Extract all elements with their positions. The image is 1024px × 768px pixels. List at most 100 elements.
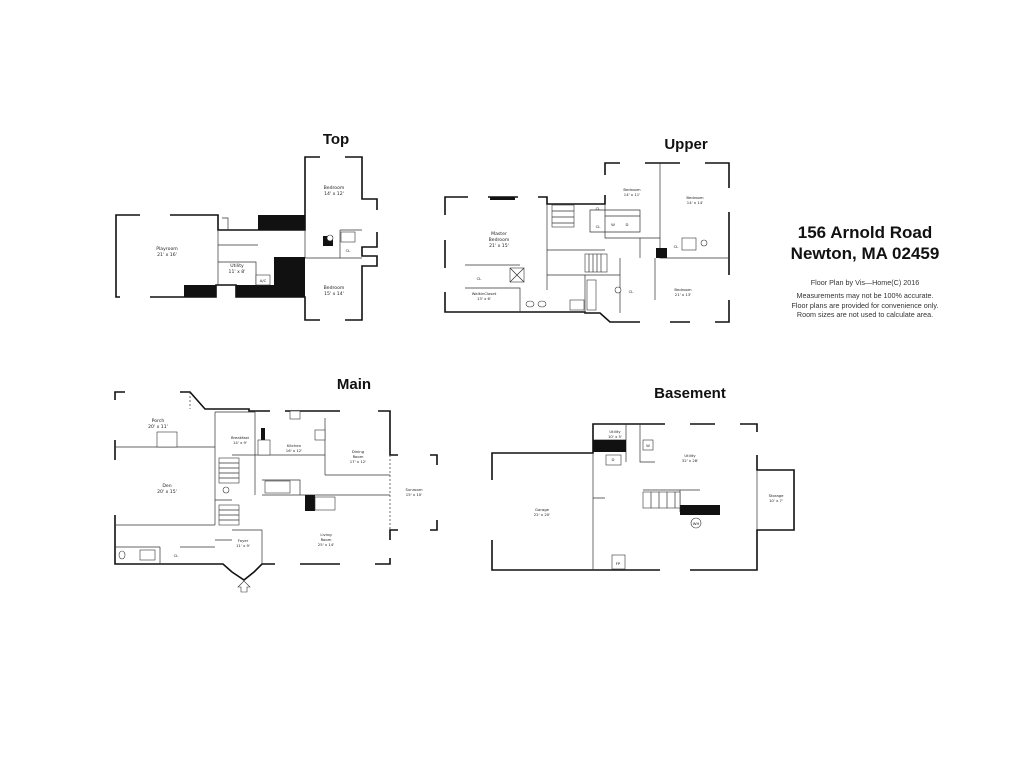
room-label: Bedroom [489,237,510,243]
upper-tub [681,237,697,251]
entrance-arrow-icon [237,580,251,593]
floor-basement: Basement Utility 10' x 5' Utility 32' x … [490,385,795,572]
disclaimer-note: Floor plans are provided for convenience… [792,301,939,310]
dryer-label: D [612,457,615,462]
room-label: Dining [352,449,365,454]
room-size: 11' x 9' [236,543,250,548]
fixture-label: A/C [260,278,267,283]
basement-chimney-base [680,505,720,515]
floor-top: Top Playroom 21' x 16' Bedroom 14' x 12'… [115,131,379,322]
top-flue [323,236,333,246]
room-size: 15' x 14' [324,291,344,297]
basement-fireplace [611,554,626,570]
upper-fireplace [490,197,515,200]
credit-note: Floor Plan by Vis—Home(C) 2016 [811,278,920,287]
room-label: Playroom [156,246,178,252]
top-chimney-base [236,285,274,297]
room-size: 14' x 9' [233,440,247,445]
room-label: Garage [535,507,550,512]
upper-interior-walls [465,163,729,313]
top-chimney-mass [258,215,305,230]
room-label: Breakfast [231,435,250,440]
top-tub [340,231,356,243]
upper-sink [525,300,535,308]
kitchen-sink [289,410,301,420]
room-label: Bedroom [324,285,345,291]
upper-chimney [656,248,667,258]
top-left-mass [184,285,216,297]
room-label: Porch [152,418,165,424]
main-screen-walls [189,392,391,530]
upper-toilet [614,286,622,294]
top-toilet [326,234,334,242]
basement-dryer [605,454,622,466]
room-size: 11' x 8' [229,269,246,275]
room-size: 21' x 13' [675,292,691,297]
closet-label: CL [346,248,352,253]
closet-label: CL [629,289,635,294]
room-label: Bedroom [623,187,640,192]
upper-stairs [551,204,608,273]
address-line-1: 156 Arnold Road [798,223,932,242]
main-interior-walls [115,411,390,564]
main-toilet [222,486,230,494]
basement-chimney [593,440,626,452]
disclaimer-note: Measurements may not be 100% accurate. [796,291,933,300]
address-line-2: Newton, MA 02459 [791,244,940,263]
closet-label: CL [674,244,680,249]
room-label: Room [353,454,364,459]
room-size: 21' x 16' [157,252,177,258]
main-stairs [218,457,240,526]
disclaimer-note: Room sizes are not used to calculate are… [797,310,933,319]
room-label: Foyer [238,538,249,543]
upper-sink [537,300,547,308]
floor-title-top: Top [323,131,349,148]
basement-washer [642,439,654,451]
water-heater-label: WH [693,521,700,526]
washer-label: W [611,222,615,227]
main-sink [139,549,156,561]
room-size: 32' x 28' [682,458,698,463]
top-walls [115,156,378,321]
title-block: 156 Arnold Road Newton, MA 02459 Floor P… [791,223,940,319]
room-size: 10' x 7' [769,498,783,503]
room-label: Sunroom [405,487,422,492]
room-label: Bedroom [324,185,345,191]
water-heater-icon [690,517,702,529]
closet-label: CL [477,276,483,281]
closet-label: CL [596,206,602,211]
floor-upper: Upper [443,136,731,324]
closet-label: CL [596,224,602,229]
main-chimney [305,495,315,511]
room-label: Living [320,532,332,537]
kitchen-mass [261,428,265,440]
kitchen-island [264,480,291,494]
dryer-label: D [626,222,629,227]
top-ac-unit [255,274,271,286]
floor-title-basement: Basement [654,385,726,402]
room-size: 14' x 11' [624,192,640,197]
porch-fireplace [156,431,178,448]
room-size: 10' x 5' [608,434,622,439]
upper-toilet [700,239,708,247]
room-size: 20' x 15' [157,489,177,495]
room-label: Bedroom [686,195,703,200]
room-label: WalkinCloset [472,291,497,296]
basement-stairs [642,491,681,509]
floor-title-upper: Upper [664,136,708,153]
top-chimney-lower [274,257,305,297]
room-label: Utility [609,429,621,434]
kitchen-counter [257,439,271,456]
top-interior-walls [217,217,362,285]
room-size: 15' x 10' [406,492,422,497]
floor-title-main: Main [337,376,371,393]
fireplace-label: FP [616,561,621,566]
room-size: 14' x 14' [687,200,703,205]
room-label: Bedroom [674,287,691,292]
room-size: 20' x 11' [148,424,168,430]
main-toilet [118,550,126,560]
upper-tub [586,279,597,311]
room-size: 22' x 20' [534,512,550,517]
floor-main: Main [113,376,439,593]
